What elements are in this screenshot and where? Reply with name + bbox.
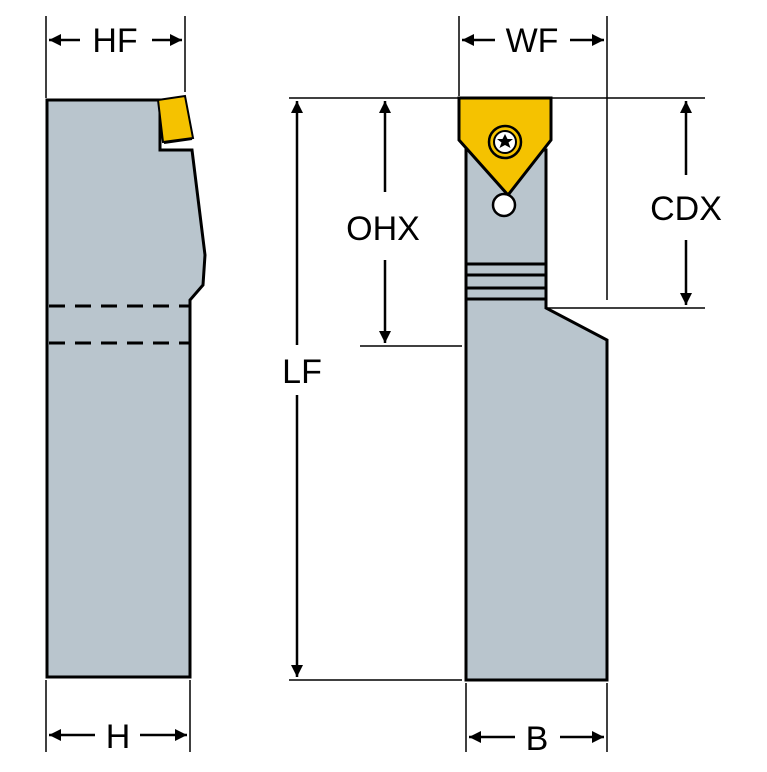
cdx-label: CDX [650, 190, 722, 228]
ohx-dimension: OHX [346, 101, 420, 343]
torx-screw-icon [487, 124, 523, 160]
insert-shim-line [163, 138, 193, 144]
b-dimension: B [465, 683, 608, 758]
cdx-dimension: CDX [650, 101, 722, 305]
hf-dimension: HF [45, 16, 186, 98]
side-view-shank [45, 98, 207, 679]
h-dimension: H [45, 680, 191, 756]
h-label: H [106, 718, 131, 756]
clamp-hole [491, 192, 517, 218]
b-label: B [526, 720, 549, 758]
top-view [457, 96, 609, 682]
wf-dimension: WF [458, 16, 608, 300]
ohx-label: OHX [346, 210, 420, 248]
hf-label: HF [92, 22, 137, 60]
wf-label: WF [506, 22, 559, 60]
lf-dimension: LF [282, 101, 322, 677]
lf-label: LF [282, 353, 322, 391]
top-view-shank [464, 148, 609, 682]
side-view [45, 94, 207, 679]
side-view-insert [156, 94, 195, 144]
